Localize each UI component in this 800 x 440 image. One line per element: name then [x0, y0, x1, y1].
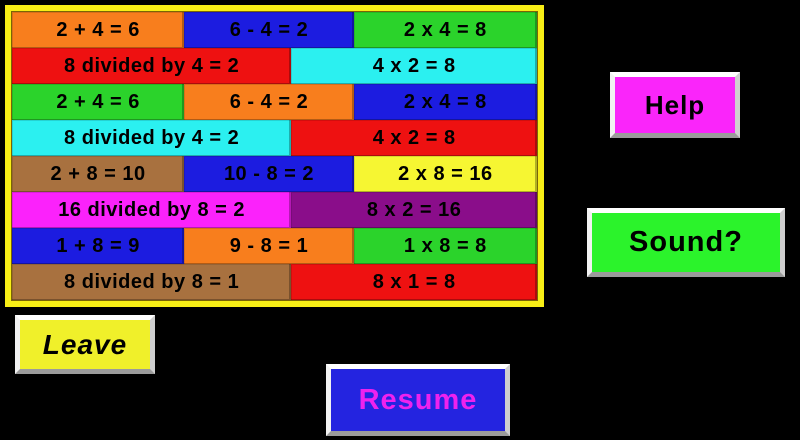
equation-cell[interactable]: 4 x 2 = 8	[291, 120, 537, 156]
equation-cell[interactable]: 8 x 1 = 8	[291, 264, 537, 300]
equation-cell[interactable]: 16 divided by 8 = 2	[12, 192, 292, 228]
equation-cell[interactable]: 8 divided by 8 = 1	[12, 264, 292, 300]
equation-cell[interactable]: 2 x 4 = 8	[353, 12, 537, 48]
equation-cell[interactable]: 1 + 8 = 9	[12, 228, 185, 264]
equation-cell[interactable]: 1 x 8 = 8	[353, 228, 537, 264]
equation-cell[interactable]: 9 - 8 = 1	[184, 228, 354, 264]
help-button[interactable]: Help	[610, 72, 740, 138]
equation-cell[interactable]: 10 - 8 = 2	[184, 156, 354, 192]
equation-cell[interactable]: 6 - 4 = 2	[184, 12, 354, 48]
resume-button[interactable]: Resume	[326, 364, 510, 436]
equation-cell[interactable]: 2 + 8 = 10	[12, 156, 185, 192]
sound-button[interactable]: Sound?	[587, 208, 785, 277]
leave-button[interactable]: Leave	[15, 315, 155, 374]
equation-cell[interactable]: 4 x 2 = 8	[291, 48, 537, 84]
equation-cell[interactable]: 6 - 4 = 2	[184, 84, 354, 120]
equation-cell[interactable]: 8 divided by 4 = 2	[12, 120, 292, 156]
equation-cell[interactable]: 2 x 4 = 8	[353, 84, 537, 120]
equation-cell[interactable]: 2 + 4 = 6	[12, 12, 185, 48]
equation-cell[interactable]: 2 + 4 = 6	[12, 84, 185, 120]
equation-cell[interactable]: 8 x 2 = 16	[291, 192, 537, 228]
equation-cell[interactable]: 2 x 8 = 16	[353, 156, 537, 192]
equation-cell[interactable]: 8 divided by 4 = 2	[12, 48, 292, 84]
